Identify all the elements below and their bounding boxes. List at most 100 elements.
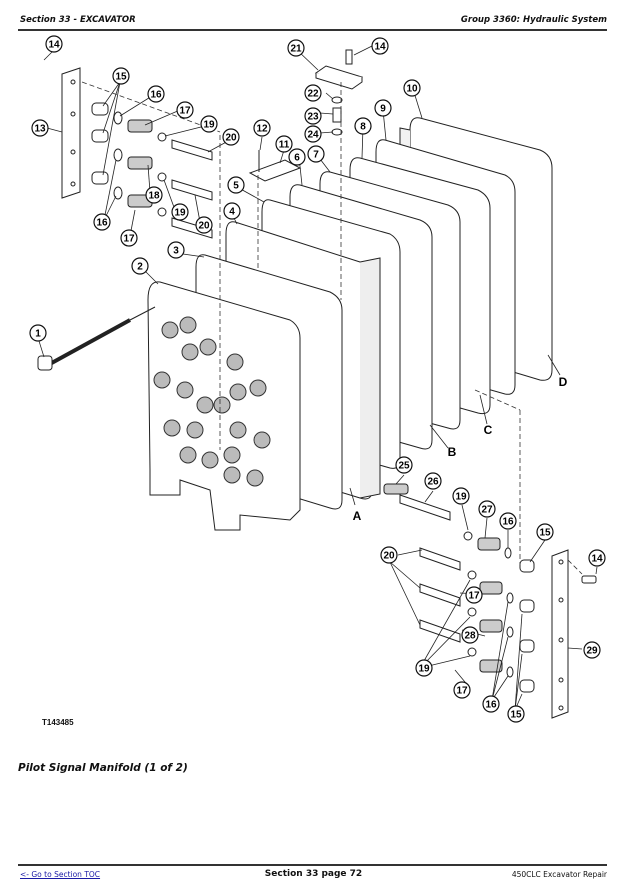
group-title: Group 3360: Hydraulic System [460,15,607,25]
callout-circle [304,84,322,102]
callout-circle [507,705,525,723]
callout-spools-right: 20 [380,546,398,564]
callout-spool-middle: 20 [195,216,213,234]
callout-number: 3 [173,246,179,257]
callout-body-2: 2 [131,257,149,275]
plate-29-shape [551,549,569,719]
callout-number: 7 [313,150,319,161]
callout-spool-upper: 20 [222,128,240,146]
callout-plugs-right: 15 [507,705,525,723]
callout-spool-26: 26 [424,472,442,490]
callout-number: 22 [307,89,319,100]
callout-circle [288,148,306,166]
body-2-shape [147,281,301,531]
cover-plate-21-shape [314,49,364,136]
callout-circle [167,241,185,259]
callout-o-ring-22: 22 [304,84,322,102]
callout-number: 19 [418,664,430,675]
callout-plate-4: 4 [223,202,241,220]
callout-number: 17 [468,591,480,602]
callout-circle [461,626,479,644]
callout-number: 21 [290,44,302,55]
callout-circle [380,546,398,564]
callout-spring-middle: 18 [145,186,163,204]
callout-circle [222,128,240,146]
callout-seat-middle: 19 [171,203,189,221]
callout-circle [354,117,372,135]
callout-number: 16 [150,90,162,101]
callout-cap-screw-top-center: 14 [371,37,389,55]
bolt-1-shape [37,306,156,371]
callout-number: 19 [174,208,186,219]
callout-circle [31,119,49,137]
callout-circle [371,37,389,55]
callout-o-rings-left-lower: 16 [93,213,111,231]
callout-circle [583,641,601,659]
callout-plate-right: 29 [583,641,601,659]
callout-circle [374,99,392,117]
callout-number: 4 [229,207,235,218]
callout-o-rings-right: 16 [482,695,500,713]
callout-plugs-left: 15 [112,67,130,85]
callout-spring-28: 28 [461,626,479,644]
callout-number: 28 [464,631,476,642]
callout-number: 24 [307,130,319,141]
assembly-letter-d: D [559,375,568,389]
callout-circle [482,695,500,713]
callout-circle [223,202,241,220]
callout-spring-upper: 17 [176,101,194,119]
callout-circle [307,145,325,163]
callout-number: 13 [34,124,46,135]
callout-number: 19 [455,492,467,503]
callout-plug-right-top: 15 [536,523,554,541]
callout-plate-left: 13 [31,119,49,137]
left-plugs-springs-spools [91,102,213,239]
callout-cap-screw-right: 14 [588,549,606,567]
callout-spring-lower: 17 [120,229,138,247]
callout-fitting-23: 23 [304,107,322,125]
callout-number: 18 [148,191,160,202]
callout-circle [452,487,470,505]
callout-plate-8: 8 [354,117,372,135]
callout-o-ring-upper: 16 [147,85,165,103]
callout-circle [499,512,517,530]
assembly-letter-a: A [353,509,362,523]
callout-number: 23 [307,112,319,123]
callout-number: 6 [294,153,300,164]
callout-circle [304,107,322,125]
callout-circle [131,257,149,275]
callout-number: 20 [198,221,210,232]
callout-number: 15 [510,710,522,721]
callout-circle [171,203,189,221]
page-number: Section 33 page 72 [264,869,363,879]
callout-circle [29,324,47,342]
callout-cap-screw-top-left: 14 [45,35,63,53]
callout-number: 15 [539,528,551,539]
callout-plate-9: 9 [374,99,392,117]
assembly-letter-b: B [448,445,457,459]
callout-circle [588,549,606,567]
callout-circle [147,85,165,103]
callout-circle [45,35,63,53]
manual-title: 450CLC Excavator Repair [511,870,607,879]
alignment-lines [81,81,583,575]
page-header: Section 33 - EXCAVATOR Group 3360: Hydra… [20,15,607,29]
toc-link[interactable]: <- Go to Section TOC [20,870,101,879]
callout-circle [424,472,442,490]
callout-spring-right-lower: 17 [453,681,471,699]
callout-number: 17 [456,686,468,697]
header-divider [18,29,607,31]
callout-circle [415,659,433,677]
callout-cover-plate: 21 [287,39,305,57]
callout-circle [93,213,111,231]
page-footer: <- Go to Section TOC Section 33 page 72 … [20,869,607,883]
leader-lines [38,45,598,711]
callout-circle [145,186,163,204]
right-plugs-springs-spools [383,483,597,693]
callout-circle [287,39,305,57]
callout-number: 9 [380,104,386,115]
callout-circle [200,115,218,133]
callout-plate-5: 5 [227,176,245,194]
callout-circle [120,229,138,247]
callout-plate-7: 7 [307,145,325,163]
